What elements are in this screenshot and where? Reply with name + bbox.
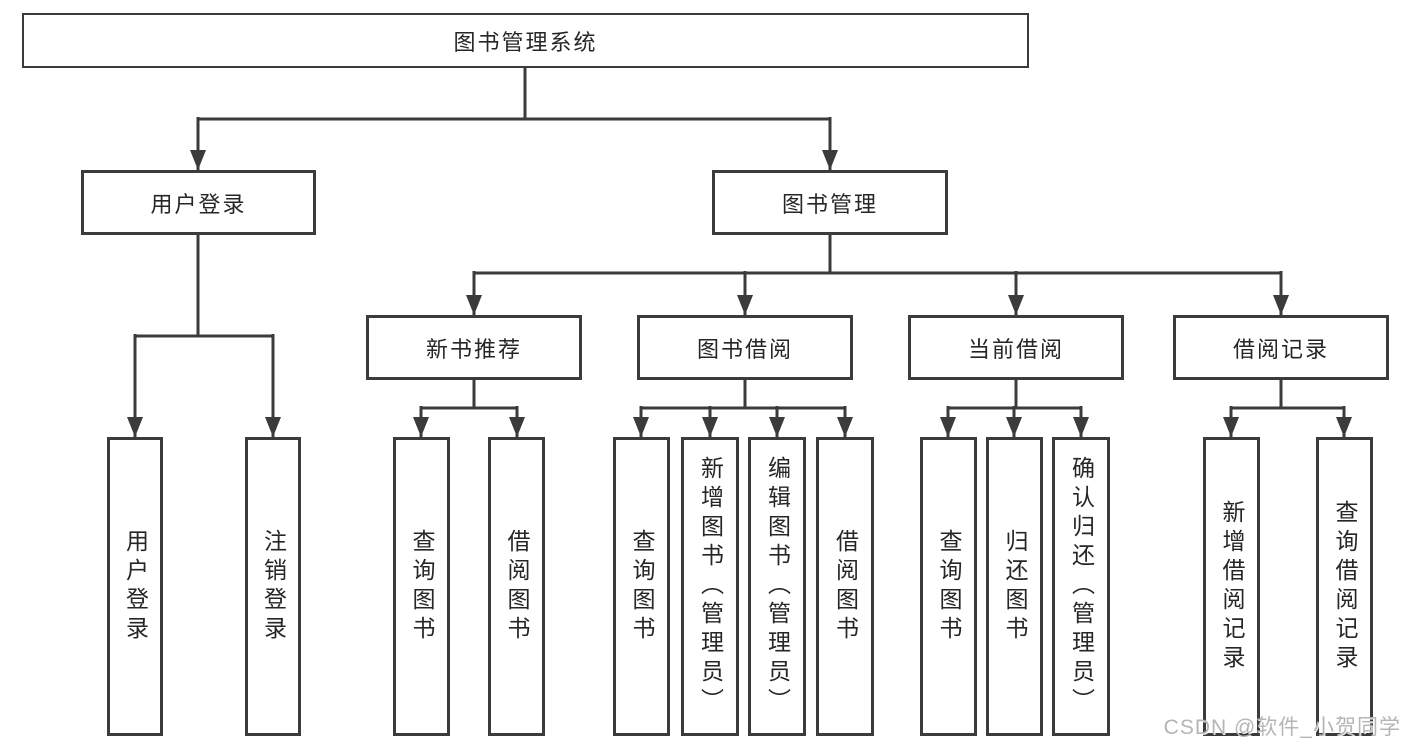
node-current-borrow: 当前借阅	[908, 315, 1124, 380]
leaf-borrow-books-1: 借阅图书	[488, 437, 545, 736]
node-label: 图书管理系统	[453, 29, 598, 55]
node-label: 新增图书（管理员）	[697, 456, 724, 717]
leaf-return-books: 归还图书	[986, 437, 1043, 736]
leaf-borrow-books-2: 借阅图书	[816, 437, 874, 736]
node-label: 查询借阅记录	[1332, 499, 1358, 674]
node-book-borrow: 图书借阅	[637, 315, 853, 380]
node-label: 归还图书	[1002, 528, 1028, 645]
node-label: 新增借阅记录	[1219, 499, 1245, 674]
leaf-edit-books-admin: 编辑图书（管理员）	[748, 437, 806, 736]
node-label: 借阅图书	[832, 528, 859, 645]
leaf-add-borrow-record: 新增借阅记录	[1203, 437, 1260, 736]
leaf-add-books-admin: 新增图书（管理员）	[681, 437, 739, 736]
leaf-query-books-3: 查询图书	[920, 437, 977, 736]
node-label: 编辑图书（管理员）	[764, 456, 791, 717]
node-label: 用户登录	[150, 191, 247, 217]
node-borrow-records: 借阅记录	[1173, 315, 1389, 380]
node-label: 用户登录	[122, 528, 149, 645]
leaf-logout: 注销登录	[245, 437, 301, 736]
node-label: 查询图书	[629, 528, 655, 645]
node-label: 注销登录	[260, 528, 287, 645]
node-label: 当前借阅	[967, 336, 1064, 362]
node-user-login: 用户登录	[81, 170, 316, 235]
leaf-query-borrow-record: 查询借阅记录	[1316, 437, 1373, 736]
leaf-confirm-return-admin: 确认归还（管理员）	[1052, 437, 1110, 736]
leaf-query-books-1: 查询图书	[393, 437, 450, 736]
node-label: 新书推荐	[425, 336, 522, 362]
node-label: 借阅记录	[1232, 336, 1329, 362]
node-label: 查询图书	[936, 528, 962, 645]
node-book-management: 图书管理	[712, 170, 948, 235]
csdn-watermark: CSDN @软件_小贺同学	[1163, 716, 1401, 739]
node-label: 借阅图书	[504, 528, 530, 645]
node-library-system: 图书管理系统	[22, 13, 1029, 68]
node-new-book-recommend: 新书推荐	[366, 315, 582, 380]
leaf-user-login: 用户登录	[107, 437, 163, 736]
node-label: 图书管理	[781, 191, 878, 217]
node-label: 确认归还（管理员）	[1068, 456, 1095, 717]
leaf-query-books-2: 查询图书	[613, 437, 670, 736]
node-label: 查询图书	[409, 528, 435, 645]
node-label: 图书借阅	[696, 336, 793, 362]
